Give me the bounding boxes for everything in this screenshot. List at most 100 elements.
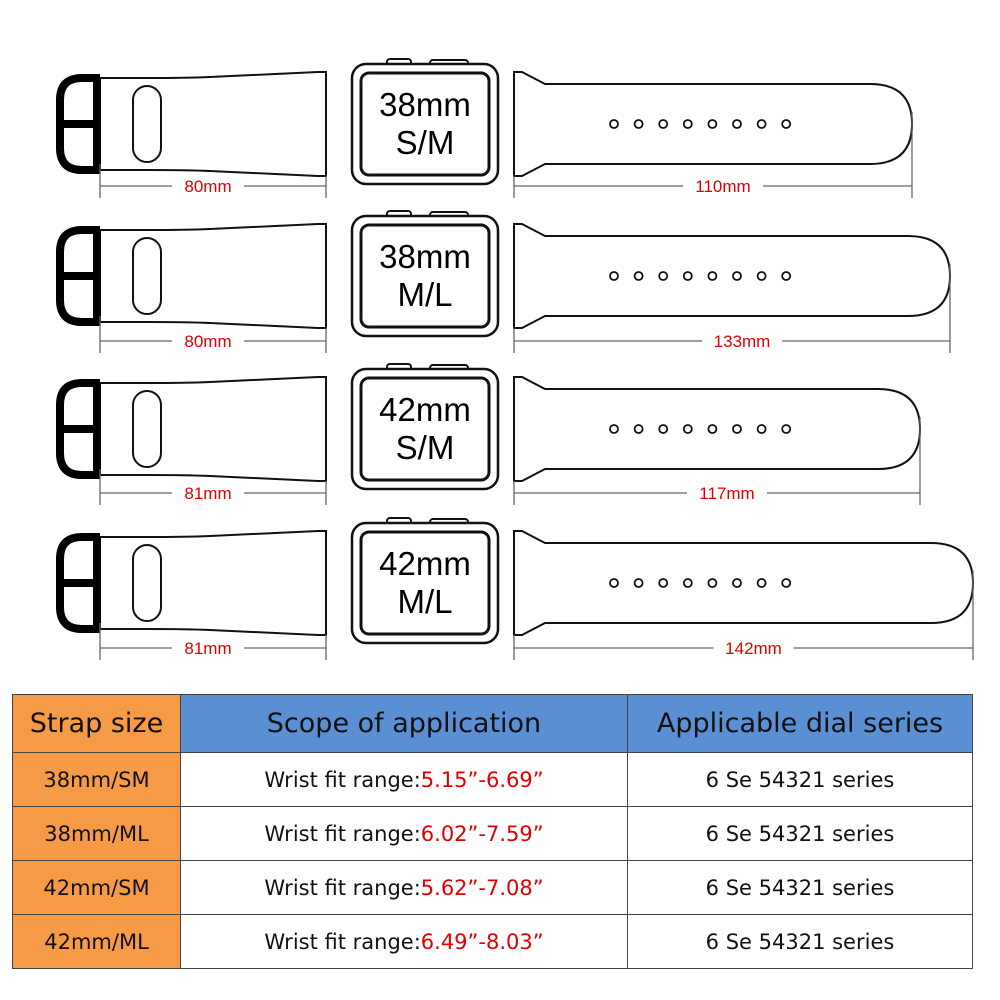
long-strap-length: 133mm — [714, 332, 771, 351]
range-prefix: Wrist fit range: — [264, 821, 421, 846]
dial-series-cell: 6 Se 54321 series — [627, 752, 973, 807]
scope-cell: Wrist fit range:6.02”-7.59” — [180, 806, 628, 861]
strap-hole — [609, 578, 619, 588]
strap-hole — [633, 119, 644, 129]
short-strap — [100, 376, 327, 482]
table-row: 38mm/ML Wrist fit range:6.02”-7.59” 6 Se… — [12, 806, 973, 861]
strap-keeper-loop — [132, 390, 162, 468]
strap-hole — [609, 271, 619, 281]
strap-keeper-loop — [132, 85, 162, 163]
long-strap-length: 110mm — [695, 177, 750, 196]
watch-size-label: 38mm — [379, 238, 471, 275]
strap-hole — [732, 578, 742, 588]
dial-series-cell: 6 Se 54321 series — [627, 914, 973, 969]
buckle-icon — [56, 379, 101, 479]
short-strap-length: 80mm — [184, 177, 231, 196]
strap-hole — [756, 119, 767, 129]
dial-series-cell: 6 Se 54321 series — [627, 860, 973, 915]
buckle-icon — [56, 533, 101, 633]
strap-hole — [707, 119, 718, 129]
long-strap — [513, 223, 952, 329]
buckle-icon — [56, 74, 101, 174]
header-scope: Scope of application — [180, 694, 628, 753]
strap-size-cell: 38mm/SM — [12, 752, 181, 807]
long-strap-length: 117mm — [699, 484, 754, 503]
strap-hole — [609, 119, 619, 129]
short-strap-length: 81mm — [184, 639, 231, 658]
watch-size-label: 42mm — [379, 391, 471, 428]
strap-hole — [756, 424, 767, 434]
dial-series-cell: 6 Se 54321 series — [627, 806, 973, 861]
watch-screen — [359, 71, 491, 177]
strap-hole — [658, 271, 669, 281]
strap-hole — [633, 578, 644, 588]
strap-hole — [756, 578, 767, 588]
strap-hole — [732, 424, 742, 434]
strap-hole — [633, 271, 644, 281]
range-value: 6.02”-7.59” — [420, 821, 544, 846]
strap-keeper-loop — [132, 544, 162, 622]
strap-hole — [707, 578, 718, 588]
strap-hole — [781, 578, 792, 588]
range-prefix: Wrist fit range: — [264, 875, 421, 900]
strap-hole — [658, 119, 669, 129]
strap-hole — [781, 119, 792, 129]
size-table: Strap size Scope of application Applicab… — [12, 694, 973, 969]
strap-hole — [633, 424, 644, 434]
short-strap-length: 80mm — [184, 332, 231, 351]
watch-fit-label: S/M — [396, 124, 455, 161]
strap-hole — [609, 424, 619, 434]
watch-fit-label: S/M — [396, 429, 455, 466]
range-prefix: Wrist fit range: — [264, 929, 421, 954]
watch-screen — [359, 223, 491, 329]
strap-hole — [682, 119, 693, 129]
strap-hole — [658, 424, 669, 434]
strap-size-cell: 38mm/ML — [12, 806, 181, 861]
strap-hole — [756, 271, 767, 281]
range-value: 5.62”-7.08” — [420, 875, 544, 900]
table-header-row: Strap size Scope of application Applicab… — [12, 694, 973, 753]
short-strap — [100, 71, 327, 177]
strap-hole — [732, 271, 742, 281]
strap-hole — [732, 119, 742, 129]
table-row: 38mm/SM Wrist fit range:5.15”-6.69” 6 Se… — [12, 752, 973, 807]
strap-hole — [682, 271, 693, 281]
strap-size-cell: 42mm/SM — [12, 860, 181, 915]
scope-cell: Wrist fit range:5.15”-6.69” — [180, 752, 628, 807]
table-row: 42mm/SM Wrist fit range:5.62”-7.08” 6 Se… — [12, 860, 973, 915]
strap-hole — [707, 271, 718, 281]
short-strap — [100, 223, 327, 329]
strap-hole — [781, 271, 792, 281]
scope-cell: Wrist fit range:6.49”-8.03” — [180, 914, 628, 969]
watch-size-label: 42mm — [379, 545, 471, 582]
watch-screen — [359, 376, 491, 482]
strap-size-cell: 42mm/ML — [12, 914, 181, 969]
strap-hole — [707, 424, 718, 434]
watch-size-label: 38mm — [379, 86, 471, 123]
scope-cell: Wrist fit range:5.62”-7.08” — [180, 860, 628, 915]
watch-screen — [359, 530, 491, 636]
short-strap — [100, 530, 327, 636]
range-prefix: Wrist fit range: — [264, 767, 421, 792]
buckle-icon — [56, 226, 101, 326]
strap-keeper-loop — [132, 237, 162, 315]
watch-fit-label: M/L — [397, 276, 452, 313]
strap-hole — [781, 424, 792, 434]
header-dial-series: Applicable dial series — [627, 694, 973, 753]
range-value: 6.49”-8.03” — [420, 929, 544, 954]
long-strap-length: 142mm — [725, 639, 782, 658]
short-strap-length: 81mm — [184, 484, 231, 503]
table-row: 42mm/ML Wrist fit range:6.49”-8.03” 6 Se… — [12, 914, 973, 969]
header-strap-size: Strap size — [12, 694, 181, 753]
strap-hole — [658, 578, 669, 588]
strap-hole — [682, 424, 693, 434]
range-value: 5.15”-6.69” — [420, 767, 544, 792]
strap-hole — [682, 578, 693, 588]
watch-fit-label: M/L — [397, 583, 452, 620]
long-strap — [513, 530, 975, 636]
